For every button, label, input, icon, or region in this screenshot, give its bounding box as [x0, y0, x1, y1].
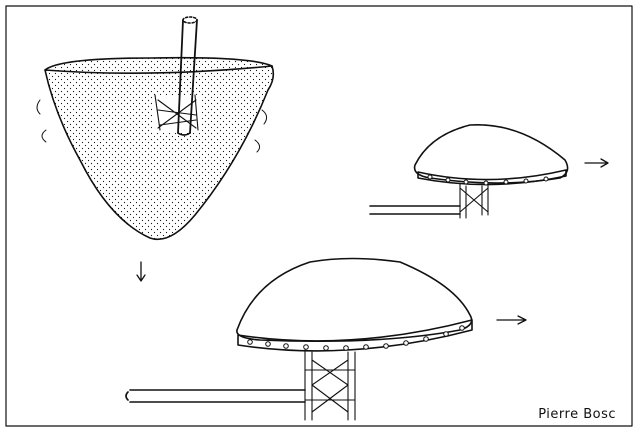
arrow-down-icon	[136, 261, 146, 282]
sandy-island	[36, 16, 275, 240]
artist-signature: Pierre Bosc	[538, 407, 616, 422]
small-platform	[369, 123, 609, 219]
large-platform	[125, 257, 527, 421]
frame	[5, 5, 633, 427]
